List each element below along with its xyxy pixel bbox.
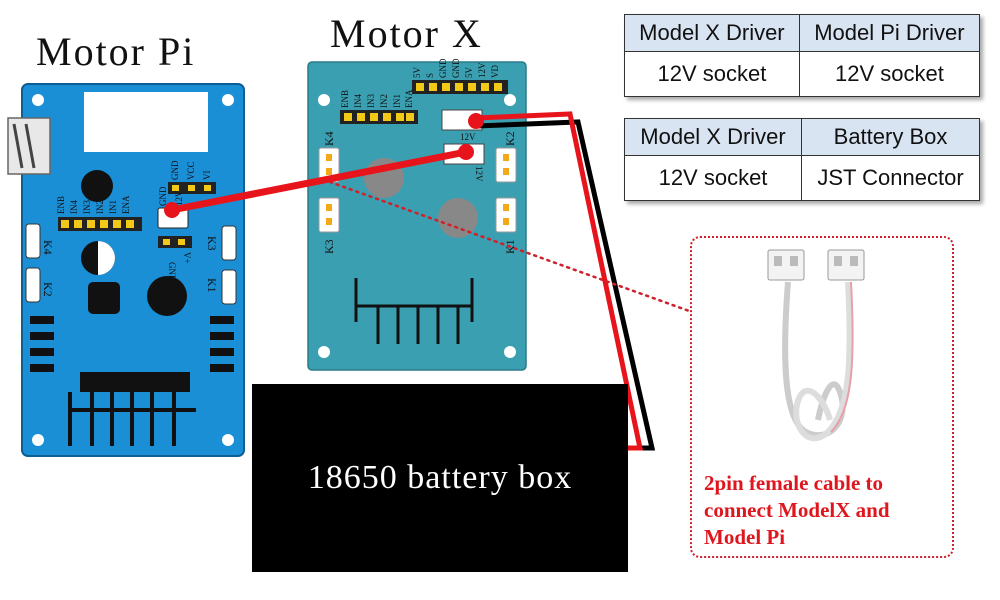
pi-pin-in4: IN4 bbox=[69, 200, 79, 214]
pi-pin-vcc: VCC bbox=[186, 161, 196, 180]
cable-callout-box bbox=[690, 236, 954, 558]
x-pin-top-6: 12V bbox=[477, 62, 487, 78]
pi-connector-k2: K2 bbox=[41, 282, 55, 297]
pi-pin-gnd-12v: GND bbox=[158, 186, 168, 206]
x-pin-enb: ENB bbox=[340, 90, 350, 108]
wires bbox=[164, 111, 694, 451]
pi-connector-k1: K1 bbox=[205, 278, 219, 293]
table2-cell-battery: JST Connector bbox=[801, 155, 980, 201]
x-pin-in2: IN2 bbox=[379, 94, 389, 108]
pi-pin-ena: ENA bbox=[121, 195, 131, 214]
pi-pin-12v: 12V bbox=[174, 190, 184, 206]
pi-pin-vi: VI bbox=[202, 171, 212, 181]
x-pin-top-1: 5V bbox=[412, 67, 422, 79]
pi-pin-in2: IN2 bbox=[95, 200, 105, 214]
table2-cell-x: 12V socket bbox=[623, 155, 803, 201]
red-wire-x-to-battery bbox=[475, 111, 644, 451]
x-pin-top-2: S bbox=[425, 73, 435, 78]
table2-header-x: Model X Driver bbox=[623, 118, 803, 156]
battery-box-label: 18650 battery box bbox=[307, 459, 573, 496]
x-socket-label-1: 12V bbox=[460, 132, 476, 142]
pi-pin-in3: IN3 bbox=[82, 200, 92, 214]
pi-connector-k4: K4 bbox=[41, 240, 55, 255]
motor-x-title: Motor X bbox=[330, 11, 483, 56]
x-pin-in1: IN1 bbox=[392, 94, 402, 108]
pi-pin-enb: ENB bbox=[56, 196, 66, 214]
x-pin-in4: IN4 bbox=[353, 94, 363, 108]
table2-header-battery: Battery Box bbox=[801, 118, 980, 156]
x-pin-top-4: GND bbox=[451, 58, 461, 78]
dotted-callout-line bbox=[328, 180, 694, 314]
pi-pin-in1: IN1 bbox=[108, 200, 118, 214]
x-pin-top-7: VD bbox=[490, 65, 500, 78]
two-pin-cable-illustration bbox=[767, 249, 865, 442]
x-pin-top-3: GND bbox=[438, 58, 448, 78]
battery-box: 18650 battery box bbox=[252, 384, 628, 572]
x-pin-ena: ENA bbox=[404, 89, 414, 108]
motor-pi-board: ENB IN4 IN3 IN2 IN1 ENA GND VCC VI GND 1… bbox=[7, 83, 245, 457]
table-x-to-battery: Model X Driver Battery Box 12V socket JS… bbox=[623, 118, 980, 201]
x-pin-top-5: 5V bbox=[464, 67, 474, 79]
table1-cell-x: 12V socket bbox=[624, 51, 800, 97]
table-x-to-pi: Model X Driver Model Pi Driver 12V socke… bbox=[624, 14, 981, 97]
x-connector-k3: K3 bbox=[322, 239, 336, 254]
cable-caption: 2pin female cable to connect ModelX and … bbox=[704, 471, 890, 549]
x-socket-label-2: 12V bbox=[474, 166, 484, 182]
red-wire-pi-to-x bbox=[168, 148, 470, 214]
table1-header-pi: Model Pi Driver bbox=[798, 14, 981, 52]
pi-pin-vplus: V+ bbox=[182, 252, 192, 264]
pi-connector-k3: K3 bbox=[205, 236, 219, 251]
x-connector-k2: K2 bbox=[503, 131, 517, 146]
table1-cell-pi: 12V socket bbox=[798, 51, 981, 97]
x-pin-in3: IN3 bbox=[366, 94, 376, 108]
table1-header-x: Model X Driver bbox=[624, 14, 800, 52]
pi-pin-gnd-bottom: GND bbox=[167, 262, 177, 282]
motor-pi-title: Motor Pi bbox=[36, 29, 196, 74]
pi-pin-gnd-power: GND bbox=[170, 160, 180, 180]
x-connector-k4: K4 bbox=[322, 131, 336, 146]
